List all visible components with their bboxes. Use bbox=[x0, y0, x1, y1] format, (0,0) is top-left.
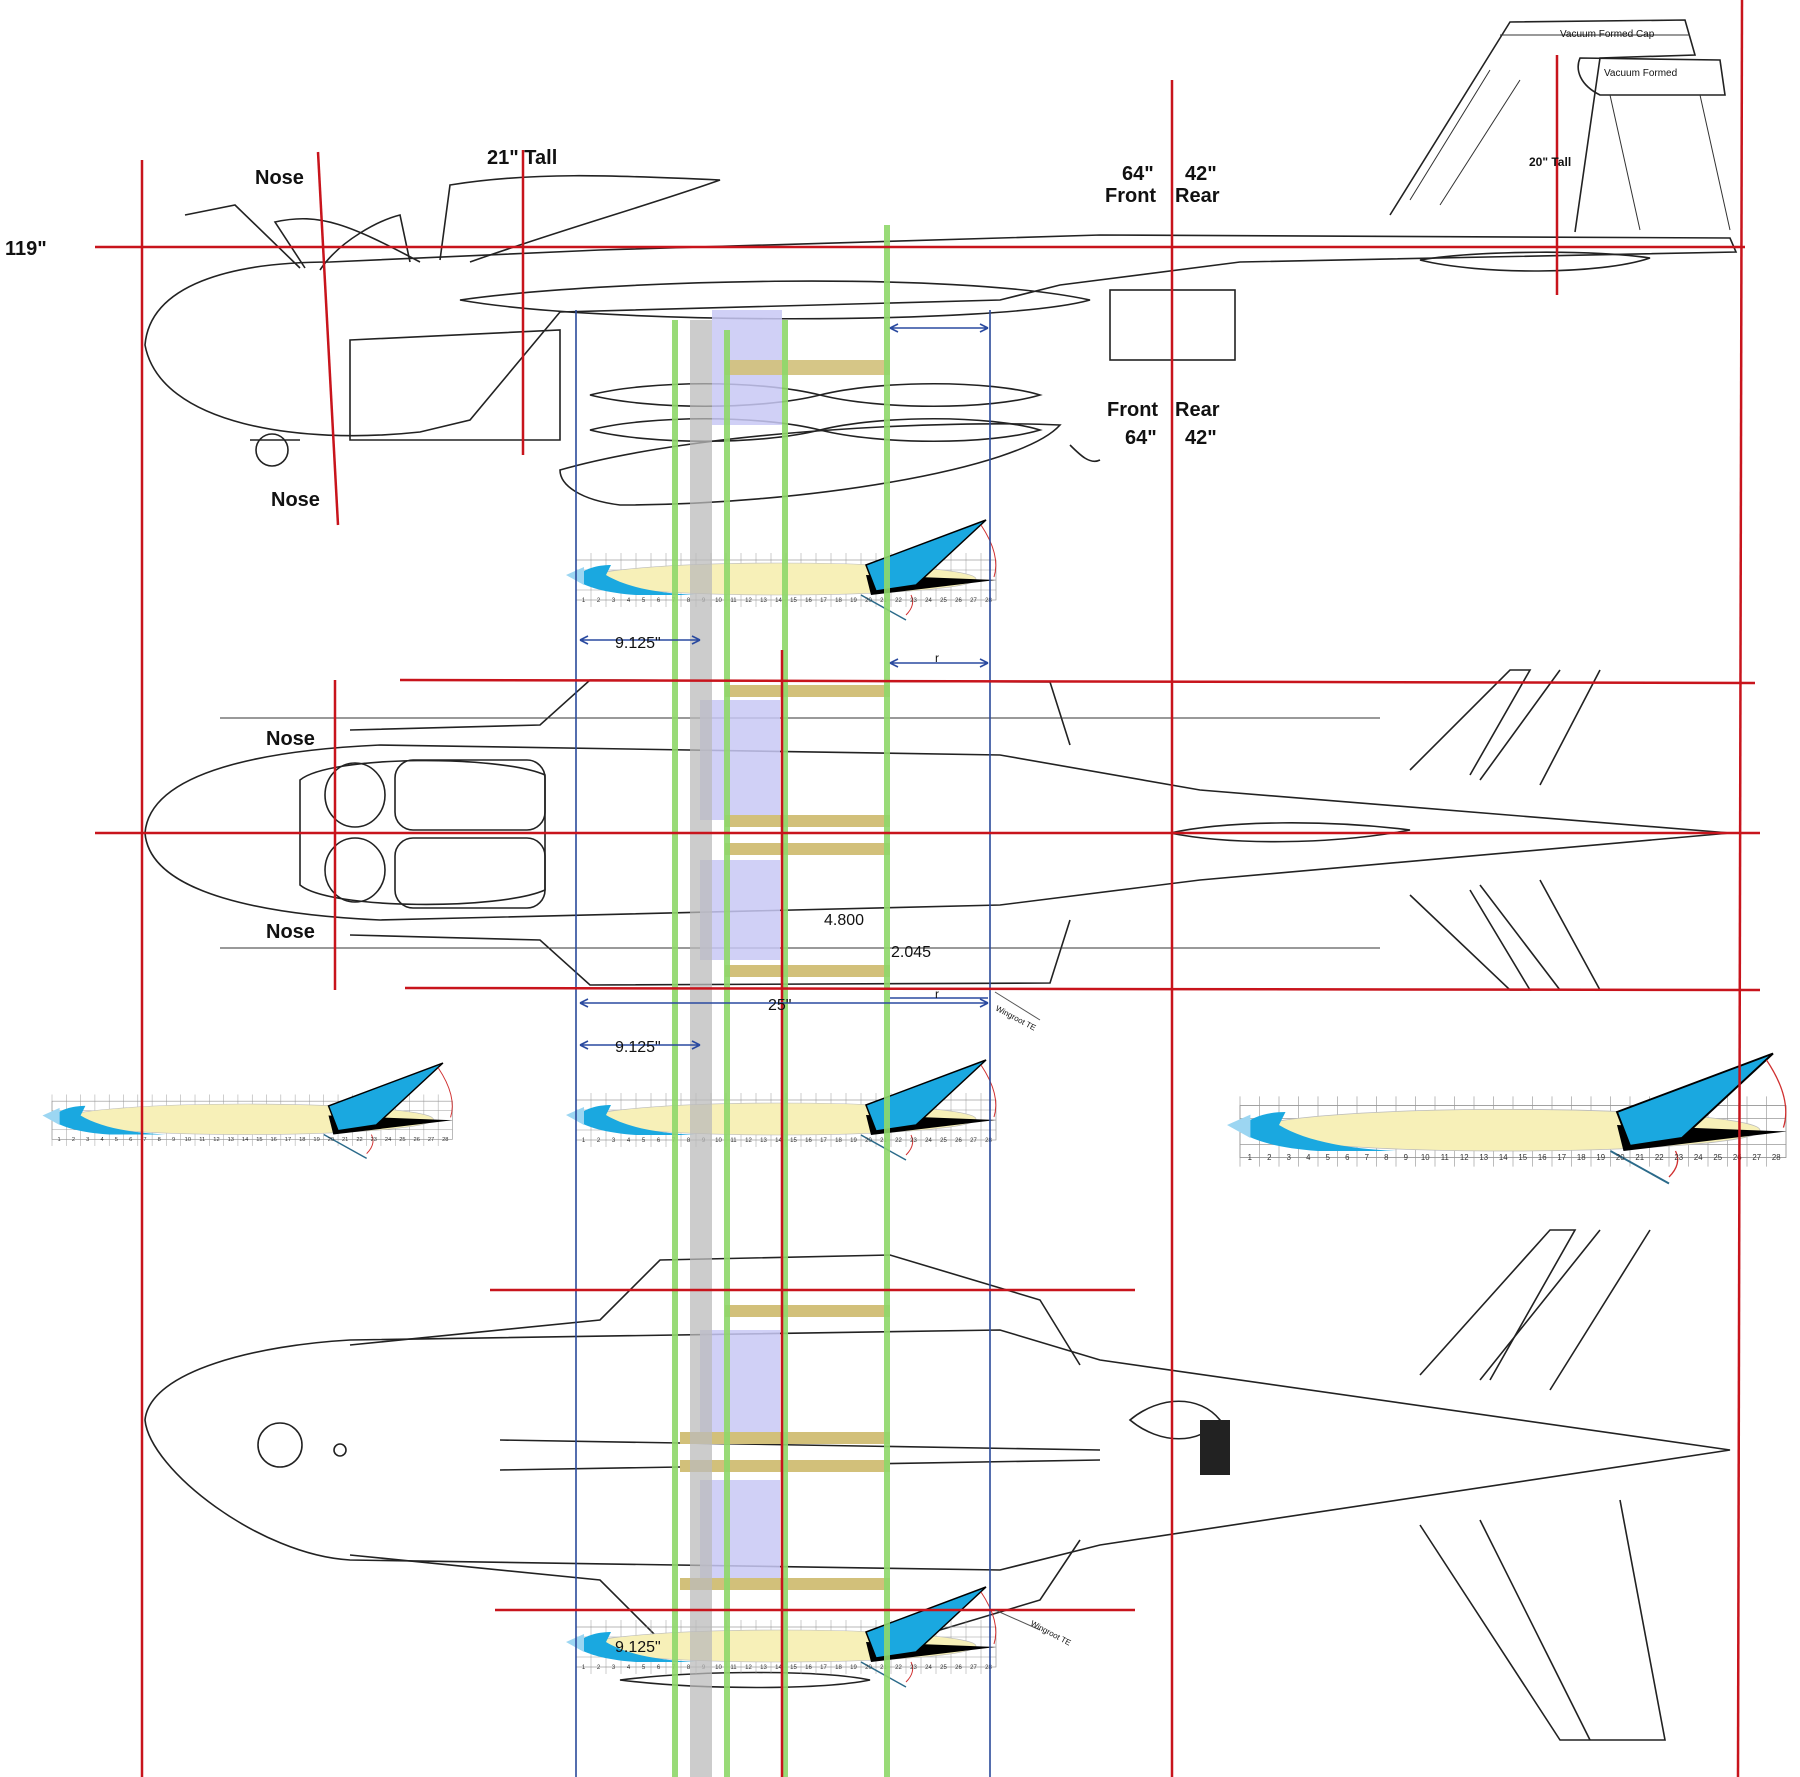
airfoil-upper bbox=[565, 519, 997, 621]
span-line bbox=[404, 986, 1761, 992]
vacuum-formed-label: Vacuum Formed bbox=[1604, 68, 1677, 79]
r-label: r bbox=[935, 987, 939, 1001]
guide-lines bbox=[95, 0, 1761, 1777]
rear-42-label: 42" bbox=[1185, 427, 1217, 449]
dim-2045-label: 2.045 bbox=[891, 944, 931, 961]
nose-label: Nose bbox=[266, 921, 315, 943]
red-guide bbox=[1736, 0, 1744, 1777]
nose-label: Nose bbox=[266, 728, 315, 750]
offset-9125-label: 9.125" bbox=[615, 1639, 661, 1656]
spar-overlay bbox=[680, 310, 890, 1590]
airfoil-left bbox=[41, 1062, 454, 1160]
top-view bbox=[144, 669, 1731, 991]
rear-label: Rear bbox=[1175, 399, 1220, 421]
wingroot-te-label: Wingroot TE bbox=[1029, 1619, 1072, 1648]
height-119-label: 119" bbox=[5, 238, 47, 260]
rear-label: Rear bbox=[1175, 185, 1220, 207]
front-label: Front bbox=[1105, 185, 1156, 207]
dim-4800-label: 4.800 bbox=[824, 912, 864, 929]
side-view bbox=[144, 19, 1738, 506]
airfoil-right bbox=[1226, 1052, 1787, 1185]
bottom-view bbox=[144, 1229, 1731, 1741]
dimension-arrows bbox=[579, 323, 1041, 1631]
vacuum-formed-cap-label: Vacuum Formed Cap bbox=[1560, 29, 1655, 40]
tall-21-label: 21" Tall bbox=[487, 147, 557, 169]
tall-20-label: 20" Tall bbox=[1529, 155, 1571, 169]
front-label: Front bbox=[1107, 399, 1158, 421]
r-label: r bbox=[935, 651, 939, 665]
offset-9125-label: 9.125" bbox=[615, 1039, 661, 1056]
rear-42-label: 42" bbox=[1185, 163, 1217, 185]
nose-label: Nose bbox=[271, 489, 320, 511]
span-25-label: 25" bbox=[768, 997, 791, 1014]
nose-line bbox=[316, 151, 340, 526]
offset-9125-label: 9.125" bbox=[615, 635, 661, 652]
wingroot-te-label: Wingroot TE bbox=[994, 1004, 1037, 1033]
span-line bbox=[399, 678, 1756, 685]
nose-label: Nose bbox=[255, 167, 304, 189]
front-64-label: 64" bbox=[1125, 427, 1157, 449]
main-spar-band bbox=[690, 320, 712, 1777]
front-64-label: 64" bbox=[1122, 163, 1154, 185]
